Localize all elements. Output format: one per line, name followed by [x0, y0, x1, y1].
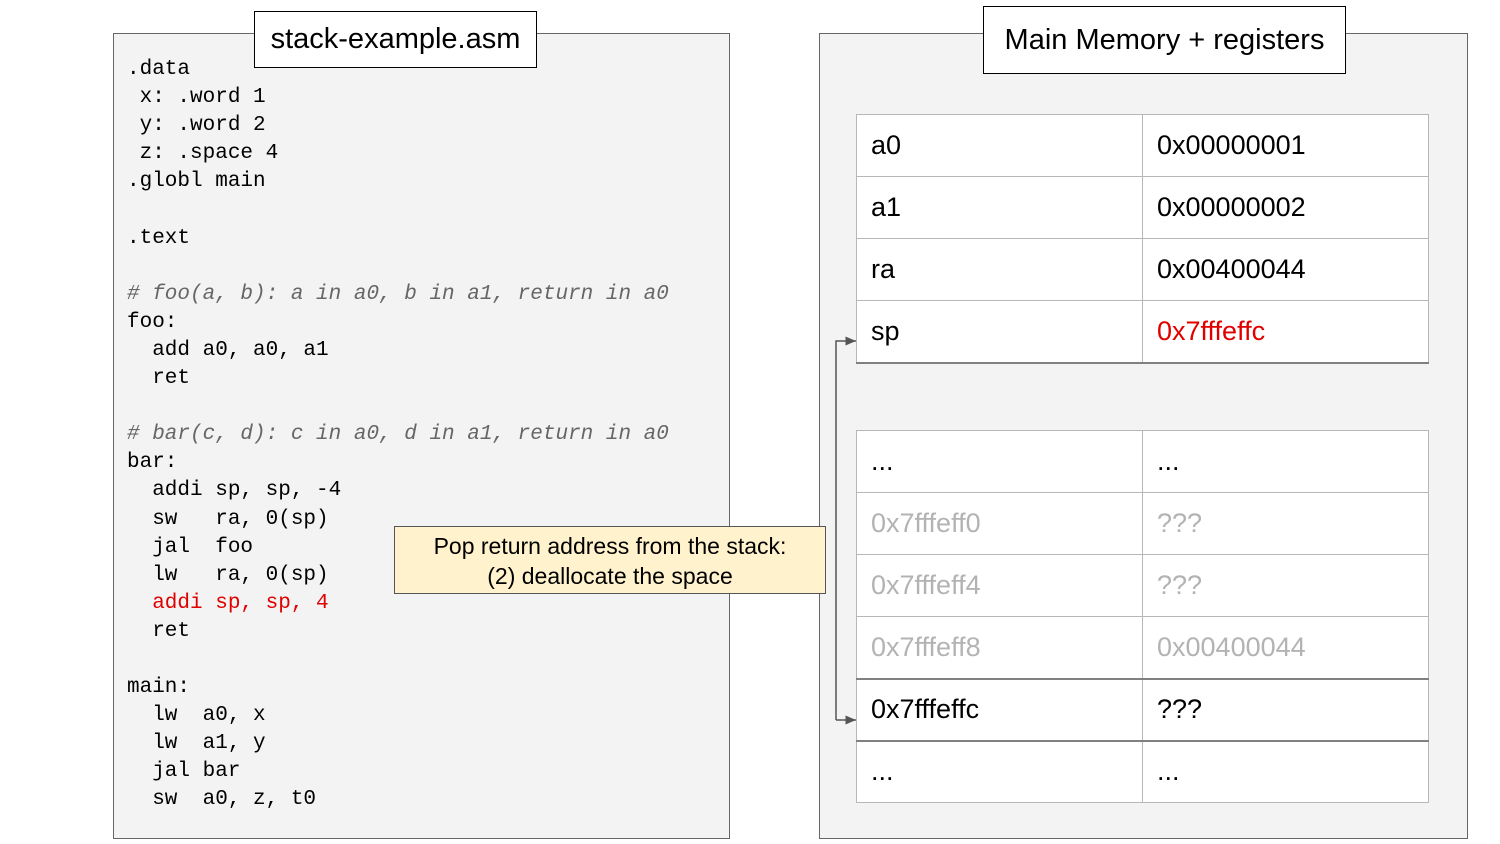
register-name: a1: [856, 176, 1143, 239]
memory-address: 0x7fffeff8: [856, 616, 1143, 679]
code-line: ret: [127, 367, 191, 391]
code-comment-line: # bar(c, d): c in a0, d in a1, return in…: [127, 423, 669, 447]
code-line: x: .word 1: [127, 86, 266, 110]
memory-value: 0x00400044: [1142, 616, 1429, 679]
code-line: z: .space 4: [127, 142, 279, 166]
code-line: addi sp, sp, 4: [127, 591, 329, 615]
stack-memory-table: ......0x7fffeff0???0x7fffeff4???0x7fffef…: [856, 430, 1429, 803]
memory-address: 0x7fffeffc: [856, 677, 1143, 742]
code-line: lw ra, 0(sp): [127, 563, 329, 587]
memory-panel-title: Main Memory + registers: [983, 6, 1346, 74]
callout-note: Pop return address from the stack: (2) d…: [394, 526, 826, 594]
assembly-code: .data x: .word 1 y: .word 2 z: .space 4.…: [127, 56, 669, 815]
code-line: .data: [127, 58, 191, 81]
stack-row: 0x7fffeff4???: [856, 554, 1429, 617]
code-file-title: stack-example.asm: [254, 11, 537, 68]
stack-row: 0x7fffeff0???: [856, 492, 1429, 555]
code-line: ret: [127, 619, 191, 643]
memory-address: ...: [856, 740, 1143, 803]
code-line: jal bar: [127, 760, 241, 784]
code-line: main:: [127, 676, 191, 700]
stack-row: ......: [856, 430, 1429, 493]
code-line: addi sp, sp, -4: [127, 479, 342, 503]
code-line: foo:: [127, 310, 178, 334]
code-line: sw ra, 0(sp): [127, 507, 329, 531]
code-line: .globl main: [127, 170, 266, 194]
code-comment-line: # foo(a, b): a in a0, b in a1, return in…: [127, 282, 669, 306]
code-panel: [113, 33, 730, 839]
register-name: ra: [856, 238, 1143, 301]
code-line: sw a0, z, t0: [127, 788, 317, 812]
memory-value: ???: [1142, 554, 1429, 617]
register-value: 0x00000001: [1142, 114, 1429, 177]
code-line: [127, 196, 669, 224]
code-line: lw a1, y: [127, 732, 266, 756]
code-line: y: .word 2: [127, 114, 266, 138]
memory-address: 0x7fffeff4: [856, 554, 1143, 617]
code-line: [127, 253, 669, 281]
code-line: .text: [127, 226, 191, 250]
register-name: a0: [856, 114, 1143, 177]
code-line: jal foo: [127, 535, 254, 559]
stack-row: 0x7fffeffc???: [856, 677, 1429, 742]
register-value: 0x7fffeffc: [1142, 300, 1429, 364]
code-line: [127, 646, 669, 674]
memory-value: ...: [1142, 430, 1429, 493]
callout-line-1: Pop return address from the stack:: [433, 533, 787, 559]
code-line: [127, 393, 669, 421]
memory-address: ...: [856, 430, 1143, 493]
code-line: add a0, a0, a1: [127, 338, 329, 362]
code-line: lw a0, x: [127, 704, 266, 728]
register-value: 0x00400044: [1142, 238, 1429, 301]
memory-value: ???: [1142, 677, 1429, 742]
memory-address: 0x7fffeff0: [856, 492, 1143, 555]
register-name: sp: [856, 300, 1143, 364]
code-line: bar:: [127, 451, 178, 475]
stack-row: ......: [856, 740, 1429, 803]
memory-value: ...: [1142, 740, 1429, 803]
memory-value: ???: [1142, 492, 1429, 555]
register-value: 0x00000002: [1142, 176, 1429, 239]
callout-line-2: (2) deallocate the space: [487, 563, 733, 589]
